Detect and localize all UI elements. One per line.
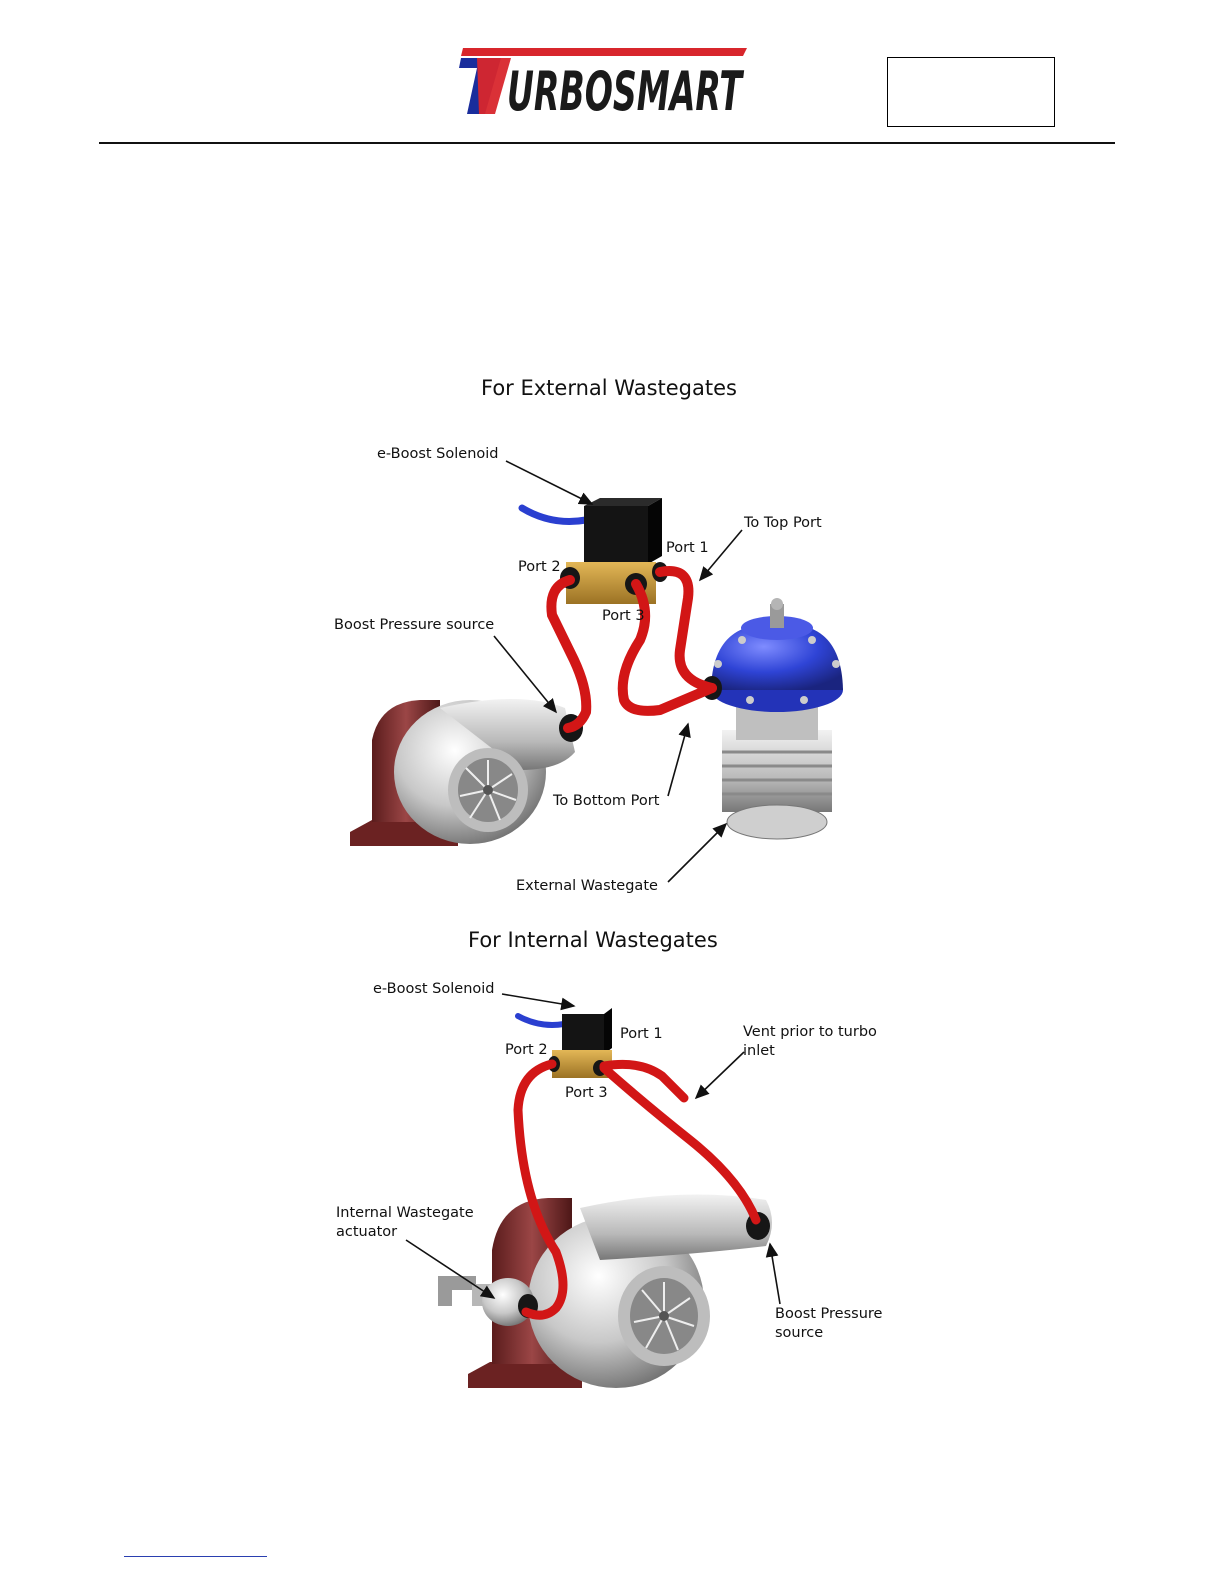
int-label-port1: Port 1 (620, 1025, 663, 1044)
int-label-actuator-line2: actuator (336, 1223, 397, 1242)
ext-label-to-bottom-port: To Bottom Port (553, 792, 659, 811)
ext-label-port2: Port 2 (518, 558, 561, 577)
int-label-port2: Port 2 (505, 1041, 548, 1060)
ext-label-solenoid: e-Boost Solenoid (377, 445, 499, 464)
int-label-solenoid: e-Boost Solenoid (373, 980, 495, 999)
int-label-boost-line2: source (775, 1324, 823, 1343)
int-label-port3: Port 3 (565, 1084, 608, 1103)
ext-label-to-top-port: To Top Port (744, 514, 822, 533)
int-label-boost-line1: Boost Pressure (775, 1305, 882, 1324)
int-label-vent-line2: inlet (743, 1042, 775, 1061)
int-label-vent-line1: Vent prior to turbo (743, 1023, 877, 1042)
footer-hyperlink-underline[interactable] (124, 1556, 267, 1557)
int-label-actuator-line1: Internal Wastegate (336, 1204, 474, 1223)
ext-label-port3: Port 3 (602, 607, 645, 626)
ext-label-external-wastegate: External Wastegate (516, 877, 658, 896)
ext-label-port1: Port 1 (666, 539, 709, 558)
external-solenoid-illustration (522, 498, 668, 604)
external-turbo-illustration (350, 699, 583, 846)
internal-diagram (406, 994, 780, 1388)
ext-label-boost-source: Boost Pressure source (334, 616, 494, 635)
internal-actuator-illustration (438, 1276, 538, 1326)
external-wastegate-illustration (702, 598, 843, 839)
